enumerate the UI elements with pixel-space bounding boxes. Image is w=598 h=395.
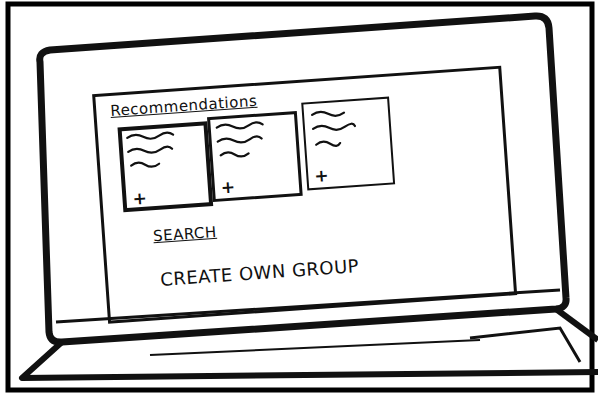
recommendation-card: + [207,111,303,202]
squiggle [131,161,159,168]
recommendation-card: + [118,121,214,212]
image-frame [8,4,592,390]
squiggle [313,123,355,131]
add-icon: + [314,165,330,186]
search-link: SEARCH [153,223,218,245]
recommendation-card: + [301,97,395,191]
trackpad [470,328,580,362]
create-group-link: CREATE OWN GROUP [159,255,359,290]
keyboard-edge [150,340,480,355]
base-right-edge [556,309,598,340]
squiggle [127,132,173,140]
squiggle [218,136,262,144]
squiggle [316,141,340,148]
lid-bezel-line [56,290,560,322]
squiggle [128,146,172,154]
squiggle [217,122,263,130]
add-icon: + [220,176,236,197]
add-icon: + [132,188,148,209]
section-heading: Recommendations [110,92,258,120]
squiggle [221,151,249,158]
laptop-screen: + + + RecommendationsSEARCH CREATE OWN GROUP [92,66,517,324]
squiggle [312,110,344,117]
laptop-lid [40,16,566,342]
